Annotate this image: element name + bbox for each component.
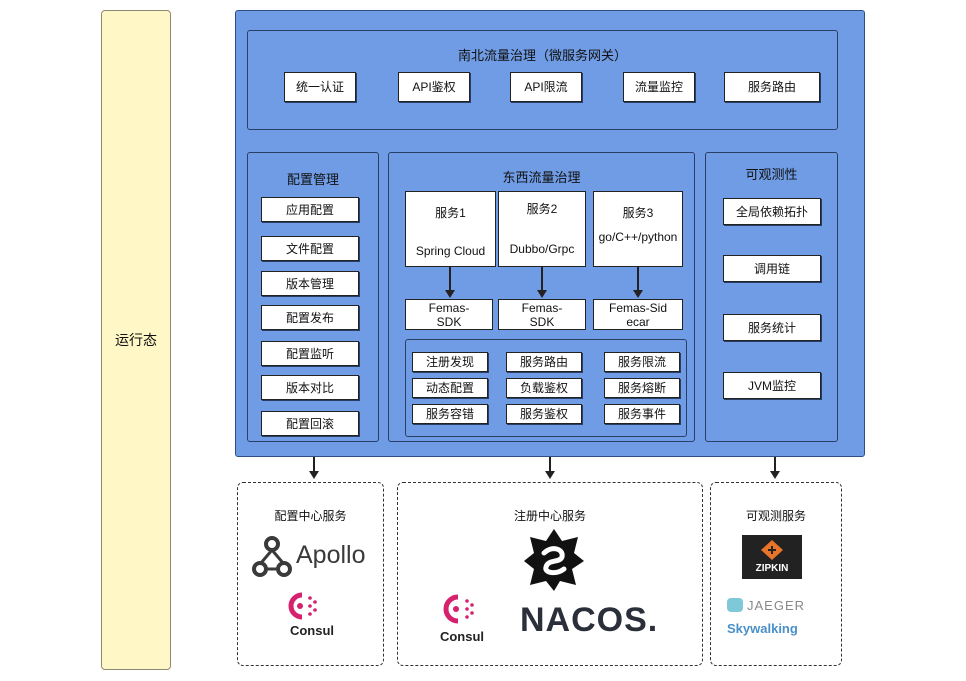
- capability-item: 服务鉴权: [506, 404, 582, 424]
- apollo-wordmark: Apollo: [296, 541, 366, 569]
- capability-item: 服务事件: [604, 404, 680, 424]
- arrow-to-registry-center: [545, 457, 555, 479]
- femas-sidecar: Femas-Sidecar: [593, 299, 683, 330]
- consul-wordmark: Consul: [439, 629, 485, 644]
- consul-wordmark: Consul: [289, 623, 335, 638]
- nacos-star-icon: [524, 529, 584, 591]
- service-1-name: 服务1: [435, 206, 466, 220]
- consul-logo-registry: Consul: [436, 593, 496, 649]
- observability-title: 可观测性: [745, 167, 798, 182]
- jaeger-logo: JAEGER: [727, 597, 837, 615]
- observability-panel: 可观测性 全局依赖拓扑 调用链 服务统计 JVM监控: [705, 152, 838, 442]
- service-2-box: 服务2 Dubbo/Grpc: [498, 191, 586, 267]
- observe-center-title: 可观测服务: [745, 509, 806, 523]
- config-item: 应用配置: [261, 197, 359, 222]
- skywalking-wordmark: Skywalking: [727, 621, 798, 636]
- east-west-panel: 东西流量治理 服务1 Spring Cloud 服务2 Dubbo/Grpc 服…: [388, 152, 695, 442]
- arrow-service3-sidecar: [633, 267, 643, 298]
- capability-item: 服务路由: [506, 352, 582, 372]
- service-3-box: 服务3 go/C++/python: [593, 191, 683, 267]
- service-2-name: 服务2: [526, 202, 558, 216]
- registry-center-box: 注册中心服务 Consul NACOS.: [397, 482, 703, 666]
- observe-center-box: 可观测服务 ZIPKIN JAEGER Skywalking: [710, 482, 842, 666]
- config-item: 文件配置: [261, 236, 359, 261]
- consul-icon: [443, 594, 474, 624]
- config-item: 配置发布: [261, 305, 359, 330]
- north-south-panel: 南北流量治理（微服务网关） 统一认证 API鉴权 API限流 流量监控 服务路由: [247, 30, 838, 130]
- observability-item: 服务统计: [723, 314, 821, 341]
- service-3-stack: go/C++/python: [598, 230, 678, 244]
- config-item: 版本对比: [261, 375, 359, 400]
- east-west-title: 东西流量治理: [502, 170, 581, 185]
- capabilities-panel: 注册发现 服务路由 服务限流 动态配置 负载鉴权 服务熔断 服务容错 服务鉴权 …: [405, 339, 687, 437]
- ns-item-auth: 统一认证: [284, 72, 356, 102]
- runtime-column: 运行态: [101, 10, 171, 670]
- config-item: 配置回滚: [261, 411, 359, 436]
- ns-item-rate-limit: API限流: [510, 72, 582, 102]
- runtime-label: 运行态: [115, 332, 157, 348]
- arrow-to-config-center: [309, 457, 319, 479]
- observability-item: 调用链: [723, 255, 821, 282]
- capability-item: 负载鉴权: [506, 378, 582, 398]
- north-south-title: 南北流量治理（微服务网关）: [457, 48, 627, 63]
- config-mgmt-title: 配置管理: [286, 172, 339, 187]
- config-item: 配置监听: [261, 341, 359, 366]
- arrow-service2-sdk: [537, 267, 547, 298]
- jaeger-icon: [727, 598, 743, 612]
- zipkin-wordmark: ZIPKIN: [755, 563, 789, 574]
- capability-item: 服务熔断: [604, 378, 680, 398]
- femas-sdk-1: Femas-SDK: [405, 299, 493, 330]
- femas-sdk-2: Femas-SDK: [498, 299, 586, 330]
- capability-item: 服务容错: [412, 404, 488, 424]
- observability-item: JVM监控: [723, 372, 821, 399]
- config-center-title: 配置中心服务: [274, 509, 347, 523]
- config-item: 版本管理: [261, 271, 359, 296]
- capability-item: 动态配置: [412, 378, 488, 398]
- arrow-to-observe-center: [770, 457, 780, 479]
- jaeger-wordmark: JAEGER: [747, 598, 806, 613]
- nacos-wordmark: NACOS.: [520, 601, 659, 639]
- arrow-service1-sdk: [445, 267, 455, 298]
- ns-item-routing: 服务路由: [724, 72, 820, 102]
- consul-logo-config: Consul: [272, 591, 352, 641]
- service-2-stack: Dubbo/Grpc: [509, 242, 575, 256]
- capability-item: 注册发现: [412, 352, 488, 372]
- consul-icon: [288, 592, 317, 620]
- apollo-icon: [252, 536, 292, 577]
- service-3-name: 服务3: [622, 206, 654, 220]
- config-mgmt-panel: 配置管理 应用配置 文件配置 版本管理 配置发布 配置监听 版本对比 配置回滚: [247, 152, 379, 442]
- service-1-box: 服务1 Spring Cloud: [405, 191, 496, 267]
- ns-item-api-auth: API鉴权: [398, 72, 470, 102]
- zipkin-icon: [761, 540, 783, 560]
- zipkin-logo: ZIPKIN: [742, 535, 802, 579]
- capability-item: 服务限流: [604, 352, 680, 372]
- config-center-box: 配置中心服务 Apollo Consul: [237, 482, 384, 666]
- ns-item-traffic-monitor: 流量监控: [623, 72, 695, 102]
- apollo-logo: Apollo: [252, 535, 372, 579]
- registry-center-title: 注册中心服务: [513, 509, 586, 523]
- service-1-stack: Spring Cloud: [415, 244, 486, 258]
- observability-item: 全局依赖拓扑: [723, 198, 821, 225]
